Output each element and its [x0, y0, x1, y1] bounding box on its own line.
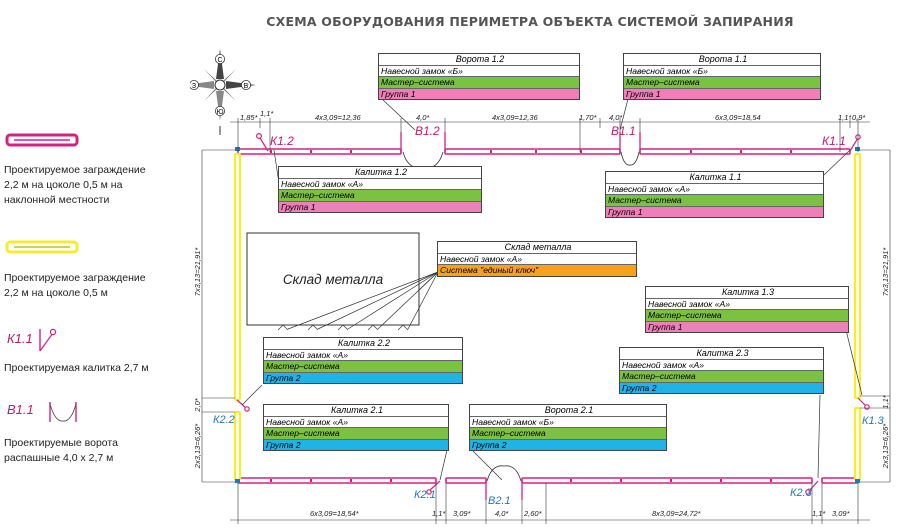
compass-w: З	[192, 83, 196, 90]
site-plan: С В Ю З	[190, 49, 891, 524]
legend-gate-text: Проектируемые ворота распашные 4,0 х 2,7…	[4, 437, 118, 464]
label-b12: В1.2	[415, 124, 440, 138]
page-title: СХЕМА ОБОРУДОВАНИЯ ПЕРИМЕТРА ОБЪЕКТА СИС…	[266, 14, 794, 29]
compass-s: Ю	[216, 109, 223, 116]
fence-top	[237, 148, 851, 155]
label-k11: К1.1	[822, 134, 846, 148]
label-k21: К2.1	[414, 489, 436, 501]
dim-ticks	[237, 118, 859, 524]
legend-wicket-symbol	[39, 328, 57, 352]
dim-l1: 7х3,13=21,91*	[193, 247, 202, 297]
legend-fence-text: Проектируемое заграждение 2,2 м на цокол…	[4, 272, 146, 299]
wicket-symbols	[236, 133, 870, 495]
table-kalitka-1-1: Калитка 1.1 Навесной замок «А» Мастер–си…	[605, 171, 824, 219]
dim-t7: 4,0*	[609, 113, 623, 122]
dim-lines	[201, 121, 891, 521]
fence-bottom	[237, 477, 859, 484]
label-k12: К1.2	[270, 134, 294, 148]
label-k23: К2.3	[790, 487, 813, 499]
dim-b8: 3,09*	[832, 509, 851, 518]
fence-post-marks	[270, 150, 792, 482]
gate-v11-symbol	[619, 132, 641, 166]
table-vorota-2-1: Ворота 2.1 Навесной замок «Б» Мастер–сис…	[469, 404, 667, 452]
table-vorota-1-2: Ворота 1.2 Навесной замок «Б» Мастер–сис…	[378, 53, 580, 101]
legend-graphics	[5, 133, 79, 422]
table-kalitka-1-2: Калитка 1.2 Навесной замок «А» Мастер–си…	[278, 166, 482, 214]
label-b21: В2.1	[488, 495, 511, 507]
table-vorota-1-1: Ворота 1.1 Навесной замок «Б» Мастер–сис…	[623, 53, 821, 101]
table-kalitka-2-3: Калитка 2.3 Навесной замок «А» Мастер–си…	[619, 347, 824, 395]
dim-b2: 1,1*	[432, 509, 446, 518]
legend-gate-code: В1.1	[7, 402, 34, 417]
dim-b6: 8х3,09=24,72*	[652, 509, 702, 518]
dim-r3: 2х3,13=6,26*	[881, 423, 890, 469]
compass-e: В	[244, 83, 249, 90]
dim-t6: 1,70*	[579, 113, 598, 122]
compass-n: С	[217, 57, 222, 64]
dim-b5: 2,60*	[523, 509, 543, 518]
fence-sides	[233, 152, 862, 482]
dim-t5: 4х3,09=12,36	[492, 113, 538, 122]
table-sklad: Склад металла Навесной замок «А» Система…	[437, 241, 637, 277]
dim-b3: 3,09*	[453, 509, 472, 518]
legend-fence-slope-text: Проектируемое заграждение 2,2 м на цокол…	[4, 164, 146, 206]
gate-v21-symbol	[485, 465, 523, 500]
legend-wicket-code: К1.1	[7, 331, 33, 346]
leader-lines	[241, 98, 863, 481]
label-b11: В1.1	[611, 124, 636, 138]
legend-gate-symbol	[49, 402, 77, 422]
dim-b4: 4,0*	[495, 509, 509, 518]
label-k22: К2.2	[213, 414, 235, 426]
dim-t10: 0,9*	[852, 113, 866, 122]
compass-icon: С В Ю З	[190, 49, 256, 135]
legend-wicket-text: Проектируемая калитка 2,7 м	[4, 362, 149, 374]
dim-r2: 1,1*	[881, 394, 890, 408]
building-doors	[277, 271, 439, 331]
dim-t8: 6х3,09=18,54	[715, 113, 761, 122]
dim-b7: 1,1*	[812, 509, 826, 518]
dim-l3: 2х3,13=6,26*	[193, 423, 202, 469]
table-kalitka-2-2: Калитка 2.2 Навесной замок «А» Мастер–си…	[263, 337, 463, 385]
dim-l2: 2,0*	[193, 397, 202, 412]
dim-t4: 4,0*	[416, 113, 430, 122]
table-kalitka-1-3: Калитка 1.3 Навесной замок «А» Мастер–си…	[645, 286, 849, 334]
building-label: Склад металла	[283, 272, 384, 287]
dim-t3: 4х3,09=12,36	[315, 113, 361, 122]
table-kalitka-2-1: Калитка 2.1 Навесной замок «А» Мастер–си…	[263, 404, 449, 452]
dim-t1: 1,85*	[240, 113, 259, 122]
dim-b1: 6х3,09=18,54*	[310, 509, 360, 518]
fence-corner-posts	[235, 147, 860, 483]
dim-r1: 7х3,13=21,91*	[881, 247, 890, 297]
label-k13: К1.3	[862, 415, 885, 427]
dim-t9: 1,1*	[838, 113, 852, 122]
dim-t2: 1,1*	[260, 109, 274, 118]
